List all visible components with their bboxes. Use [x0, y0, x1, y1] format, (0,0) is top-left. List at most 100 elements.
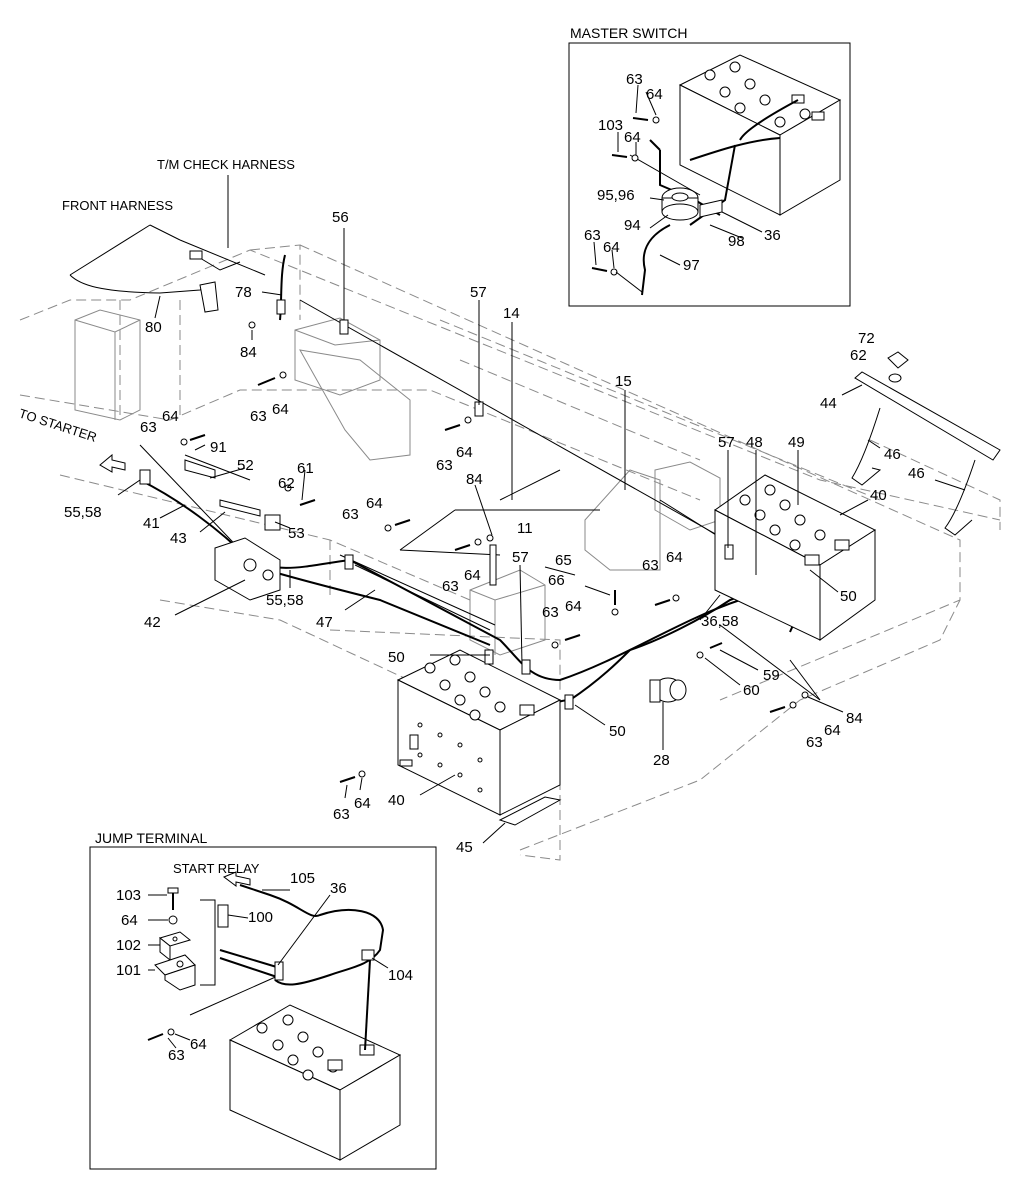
harness-group: [69, 175, 286, 321]
callout: 53: [288, 525, 305, 542]
callout: 57: [470, 284, 487, 301]
callout-numbers: 63 64 103 64 95,96 94 36 98 63 64 97 56 …: [64, 71, 925, 1064]
callout: 45: [456, 839, 473, 856]
callout: 49: [788, 434, 805, 451]
callout: 50: [840, 588, 857, 605]
callout: 61: [297, 460, 314, 477]
callout: 50: [609, 723, 626, 740]
callout: 78: [235, 284, 252, 301]
callout: 50: [388, 649, 405, 666]
callout: 84: [240, 344, 257, 361]
front-harness-label: FRONT HARNESS: [62, 198, 173, 213]
callout: 41: [143, 515, 160, 532]
callout: 84: [466, 471, 483, 488]
callout: 65: [555, 552, 572, 569]
callout: 28: [653, 752, 670, 769]
callout: 63: [250, 408, 267, 425]
callout: 57: [512, 549, 529, 566]
callout: 101: [116, 962, 141, 979]
callout: 63: [436, 457, 453, 474]
callout: 63: [442, 578, 459, 595]
callout: 36: [764, 227, 781, 244]
callout: 64: [565, 598, 582, 615]
callout: 59: [763, 667, 780, 684]
to-starter-arrow: [99, 453, 126, 473]
leader-lines: [139, 299, 821, 701]
jump-terminal-inset: [89, 846, 437, 1170]
callout: 47: [316, 614, 333, 631]
callout: 64: [272, 401, 289, 418]
chassis-frame: [19, 244, 1001, 861]
callout: 64: [646, 86, 663, 103]
callout: 63: [542, 604, 559, 621]
rubber-strip: [498, 796, 562, 826]
callout: 64: [464, 567, 481, 584]
callout: 46: [884, 446, 901, 463]
callout: 63: [626, 71, 643, 88]
callout: 48: [746, 434, 763, 451]
callout: 63: [642, 557, 659, 574]
callout: 80: [145, 319, 162, 336]
callout: 64: [162, 408, 179, 425]
chassis-brackets: [74, 309, 721, 656]
callout: 64: [366, 495, 383, 512]
callout: 63: [168, 1047, 185, 1064]
callout: 52: [237, 457, 254, 474]
callout: 42: [144, 614, 161, 631]
battery-main-front: [396, 649, 562, 816]
callout: 15: [615, 373, 632, 390]
callout: 63: [806, 734, 823, 751]
callout: 63: [140, 419, 157, 436]
callout: 36: [330, 880, 347, 897]
callout: 55,58: [266, 592, 304, 609]
callout: 40: [388, 792, 405, 809]
horn: [649, 677, 687, 703]
start-relay-label: START RELAY: [173, 861, 260, 876]
callout: 14: [503, 305, 520, 322]
callout: 103: [598, 117, 623, 134]
callout: 64: [666, 549, 683, 566]
callout: 46: [908, 465, 925, 482]
master-switch-inset: [568, 42, 851, 307]
callout: 40: [870, 487, 887, 504]
callout: 98: [728, 233, 745, 250]
callout: 64: [824, 722, 841, 739]
master-switch-title: MASTER SWITCH: [570, 25, 687, 41]
battery-main-rear: [714, 474, 877, 641]
callout: 64: [624, 129, 641, 146]
callout: 100: [248, 909, 273, 926]
callout: 66: [548, 572, 565, 589]
callout: 104: [388, 967, 413, 984]
callout: 64: [603, 239, 620, 256]
callout: 62: [278, 475, 295, 492]
callout: 64: [456, 444, 473, 461]
callout: 63: [342, 506, 359, 523]
callout: 11: [517, 520, 533, 537]
callout-leaders: [117, 228, 966, 844]
bolts-washers: [180, 321, 809, 783]
callout: 63: [584, 227, 601, 244]
to-starter-label: TO STARTER: [17, 406, 99, 445]
cable-clips: [139, 319, 734, 767]
tm-check-harness-label: T/M CHECK HARNESS: [157, 157, 295, 172]
callout: 60: [743, 682, 760, 699]
battery-holddown: [851, 351, 1001, 536]
callout: 43: [170, 530, 187, 547]
callout: 84: [846, 710, 863, 727]
callout: 72: [858, 330, 875, 347]
titles: MASTER SWITCH JUMP TERMINAL T/M CHECK HA…: [17, 25, 687, 876]
callout: 55,58: [64, 504, 102, 521]
callout: 105: [290, 870, 315, 887]
callout: 102: [116, 937, 141, 954]
callout: 63: [333, 806, 350, 823]
callout: 64: [190, 1036, 207, 1053]
callout: 64: [354, 795, 371, 812]
callout: 103: [116, 887, 141, 904]
callout: 36,58: [701, 613, 739, 630]
callout: 95,96: [597, 187, 635, 204]
callout: 62: [850, 347, 867, 364]
callout: 56: [332, 209, 349, 226]
callout: 97: [683, 257, 700, 274]
callout: 57: [718, 434, 735, 451]
